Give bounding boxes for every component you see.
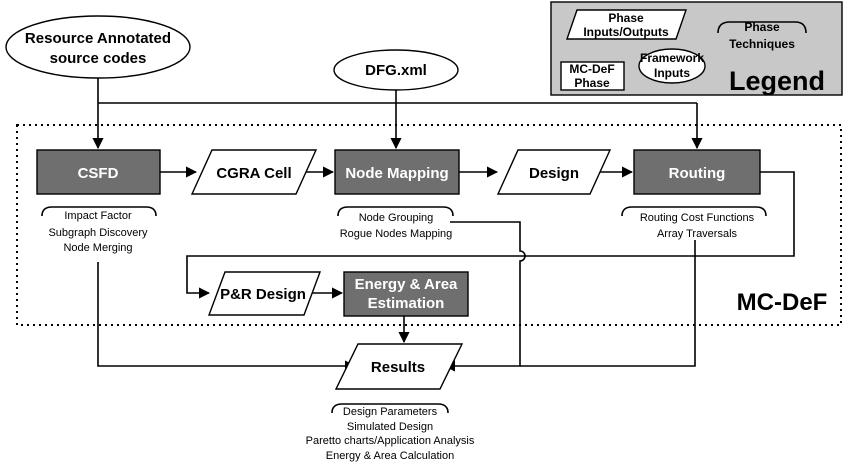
legend-techniques-bracket [717, 21, 807, 34]
legend-io-line2: Inputs/Outputs [583, 25, 669, 39]
legend-io-shape [566, 9, 687, 40]
routing-phase [633, 149, 761, 195]
cgra-cell-label: CGRA Cell [216, 165, 291, 182]
energy-line2: Estimation [368, 295, 445, 312]
legend-io-line1: Phase [608, 11, 644, 25]
results-tech-2: Simulated Design [347, 421, 433, 433]
legend-phase-line1: MC-DeF [569, 62, 614, 76]
legend-title: Legend [729, 66, 825, 96]
csfd-tech-1: Impact Factor [64, 210, 132, 222]
results-tech-3: Paretto charts/Application Analysis [306, 435, 475, 447]
results-tech-4: Energy & Area Calculation [326, 450, 454, 462]
pr-design-io [207, 271, 322, 316]
routing-tech-2: Array Traversals [657, 228, 738, 240]
design-io [496, 149, 612, 195]
results-io [334, 343, 464, 390]
results-tech-1: Design Parameters [343, 406, 438, 418]
routing-label: Routing [669, 165, 726, 182]
csfd-tech-3: Node Merging [63, 242, 132, 254]
legend-techniques-line1: Phase [744, 20, 780, 34]
results-techniques-bracket [331, 403, 449, 414]
energy-line1: Energy & Area [355, 276, 458, 293]
dfg-label: DFG.xml [365, 62, 427, 79]
routing-tech-1: Routing Cost Functions [640, 212, 755, 224]
legend-techniques-line2: Techniques [729, 37, 795, 51]
node-mapping-phase [334, 149, 460, 195]
legend-framework-line2: Inputs [654, 66, 690, 80]
legend-framework-line1: Framework [640, 51, 704, 65]
mc-def-label: MC-DeF [737, 289, 828, 316]
node-mapping-tech-1: Node Grouping [359, 212, 434, 224]
routing-techniques-bracket [621, 206, 767, 217]
source-codes-line2: source codes [50, 50, 147, 67]
csfd-techniques-bracket [41, 206, 157, 217]
cgra-cell-io [190, 149, 318, 195]
mc-def-boundary [16, 124, 842, 326]
pr-design-label: P&R Design [220, 286, 306, 303]
legend-phase-shape [560, 61, 625, 91]
source-codes-ellipse [5, 15, 191, 79]
design-label: Design [529, 165, 579, 182]
node-mapping-tech-2: Rogue Nodes Mapping [340, 228, 453, 240]
csfd-label: CSFD [78, 165, 119, 182]
node-mapping-label: Node Mapping [345, 165, 448, 182]
results-label: Results [371, 359, 425, 376]
energy-phase [343, 271, 469, 317]
node-mapping-techniques-bracket [337, 206, 454, 217]
legend-framework-inputs-shape [638, 48, 706, 84]
csfd-phase [36, 149, 161, 195]
legend-phase-line2: Phase [574, 76, 610, 90]
connectors [92, 78, 795, 372]
source-codes-line1: Resource Annotated [25, 30, 171, 47]
legend: Phase Inputs/Outputs Phase Techniques Fr… [550, 1, 843, 96]
csfd-tech-2: Subgraph Discovery [48, 227, 148, 239]
